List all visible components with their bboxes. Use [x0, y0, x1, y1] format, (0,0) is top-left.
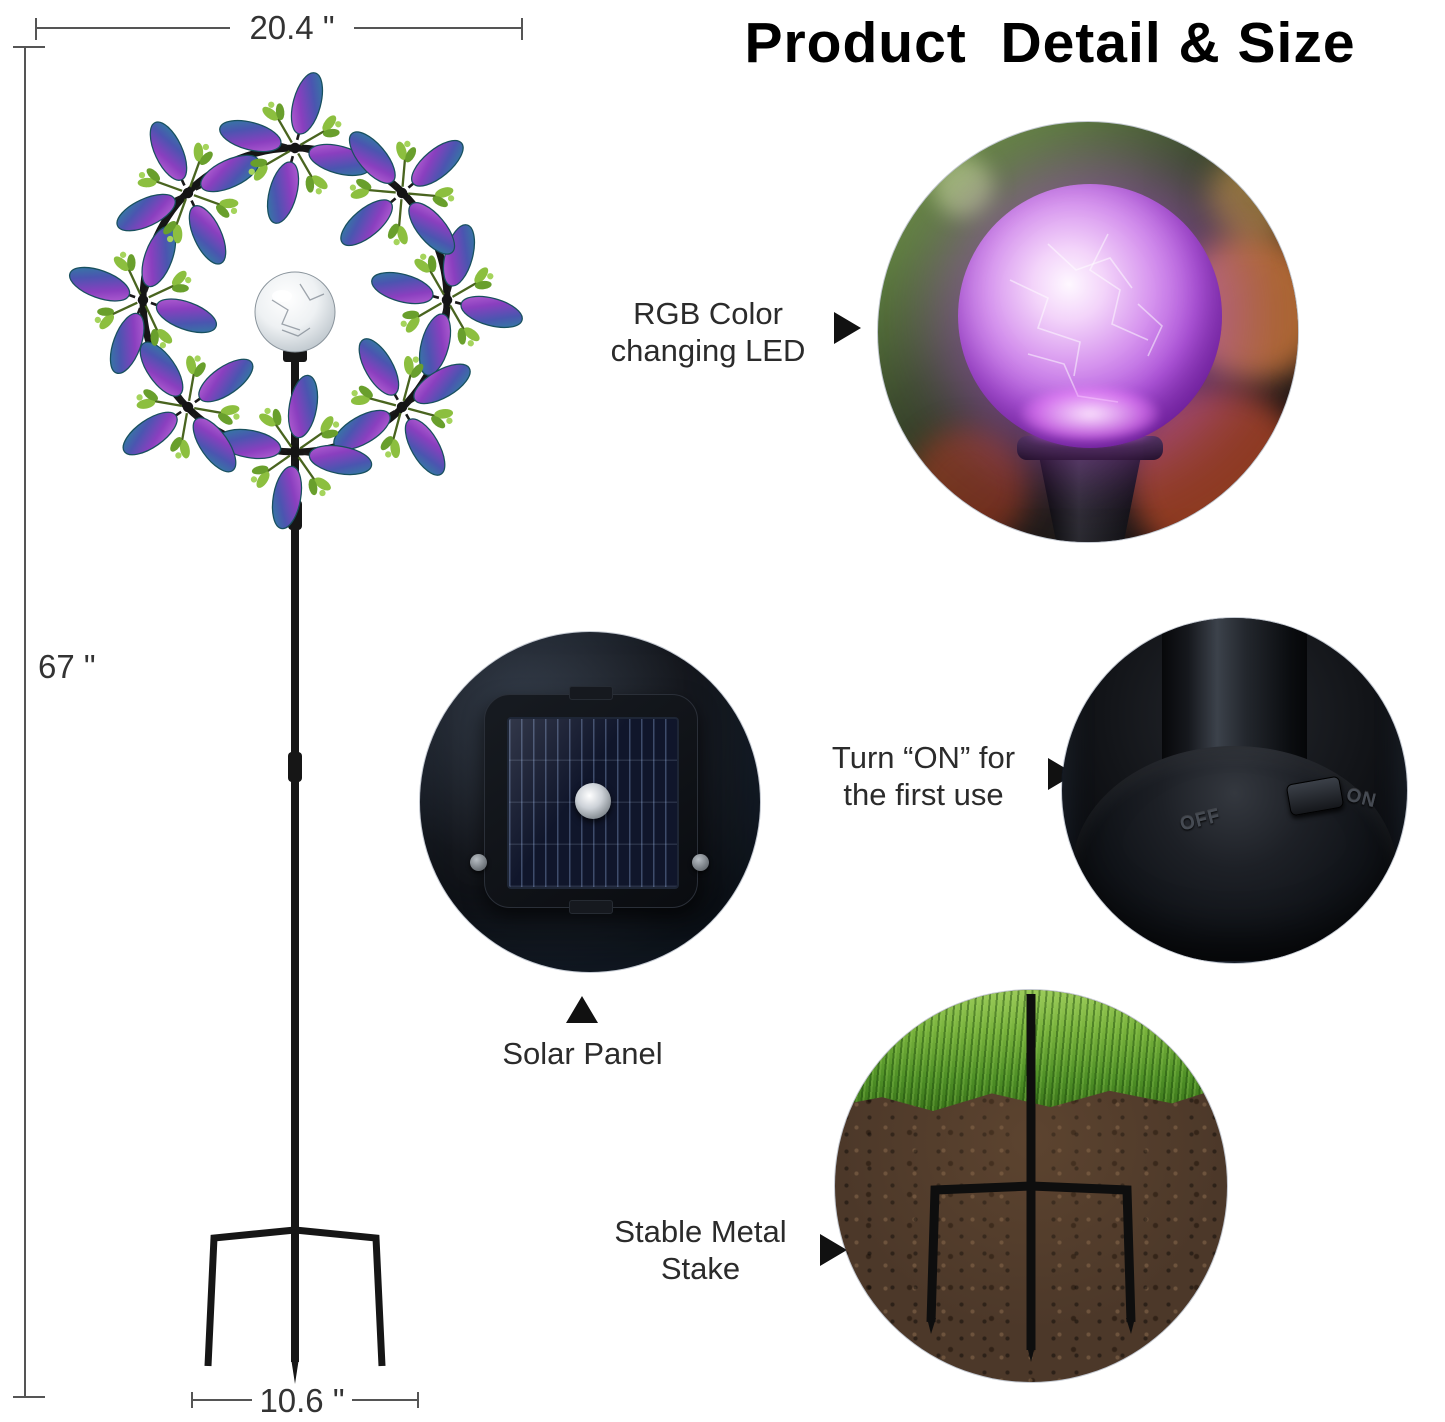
- page-title: Product Detail & Size: [744, 11, 1356, 75]
- led-photo: [878, 122, 1298, 542]
- dimension-stake-label: 10.6 ": [259, 1382, 344, 1419]
- dimension-width-line: [35, 18, 523, 40]
- switch-photo: OFF ON: [1062, 618, 1407, 963]
- solar-panel-photo: [420, 632, 760, 972]
- center-screw: [575, 783, 611, 819]
- glowing-glass-ball: [958, 184, 1222, 448]
- bokeh-spot: [908, 427, 1028, 542]
- switch-callout-line1: Turn “ON” for: [831, 740, 1016, 775]
- bokeh-spot: [933, 157, 993, 217]
- metal-stake-graphic: [926, 994, 1136, 1362]
- led-hotspot: [1020, 386, 1160, 442]
- solar-callout-label: Solar Panel: [460, 1036, 705, 1073]
- arrow-up-icon: [566, 996, 598, 1023]
- stake-callout-line1: Stable Metal: [614, 1214, 787, 1249]
- solar-callout-text: Solar Panel: [502, 1036, 663, 1071]
- switch-callout-line2: the first use: [843, 776, 1004, 812]
- switch-callout-label: Turn “ON” for the first use: [806, 740, 1041, 813]
- dimension-height-line: [13, 46, 45, 1398]
- crackle-texture: [1009, 233, 1163, 403]
- stake-prongs: [204, 1226, 386, 1367]
- housing-tab: [569, 900, 613, 914]
- dimension-width-label: 20.4 ": [249, 9, 334, 46]
- dimension-stake-line: [191, 1392, 419, 1408]
- lamp-stand: [1039, 458, 1141, 542]
- stake-callout-label: Stable Metal Stake: [588, 1214, 813, 1287]
- screw-icon: [470, 854, 487, 871]
- dimension-height-label: 67 ": [38, 648, 96, 685]
- stake-callout-line2: Stake: [660, 1250, 741, 1286]
- led-callout-line1: RGB Color: [633, 296, 783, 331]
- led-callout-line2: changing LED: [610, 332, 806, 368]
- solar-housing: [484, 694, 698, 908]
- solar-cell: [507, 717, 679, 889]
- stake-in-soil-photo: [835, 990, 1227, 1382]
- screw-icon: [692, 854, 709, 871]
- product-diagram: 20.4 " 67 " 10.6 ": [13, 9, 560, 1419]
- led-callout-label: RGB Color changing LED: [588, 296, 828, 369]
- crackle-ball: [254, 271, 336, 353]
- bokeh-spot: [1208, 152, 1298, 242]
- housing-tab: [569, 686, 613, 700]
- arrow-right-icon: [834, 312, 861, 344]
- base-dome: [1072, 746, 1397, 961]
